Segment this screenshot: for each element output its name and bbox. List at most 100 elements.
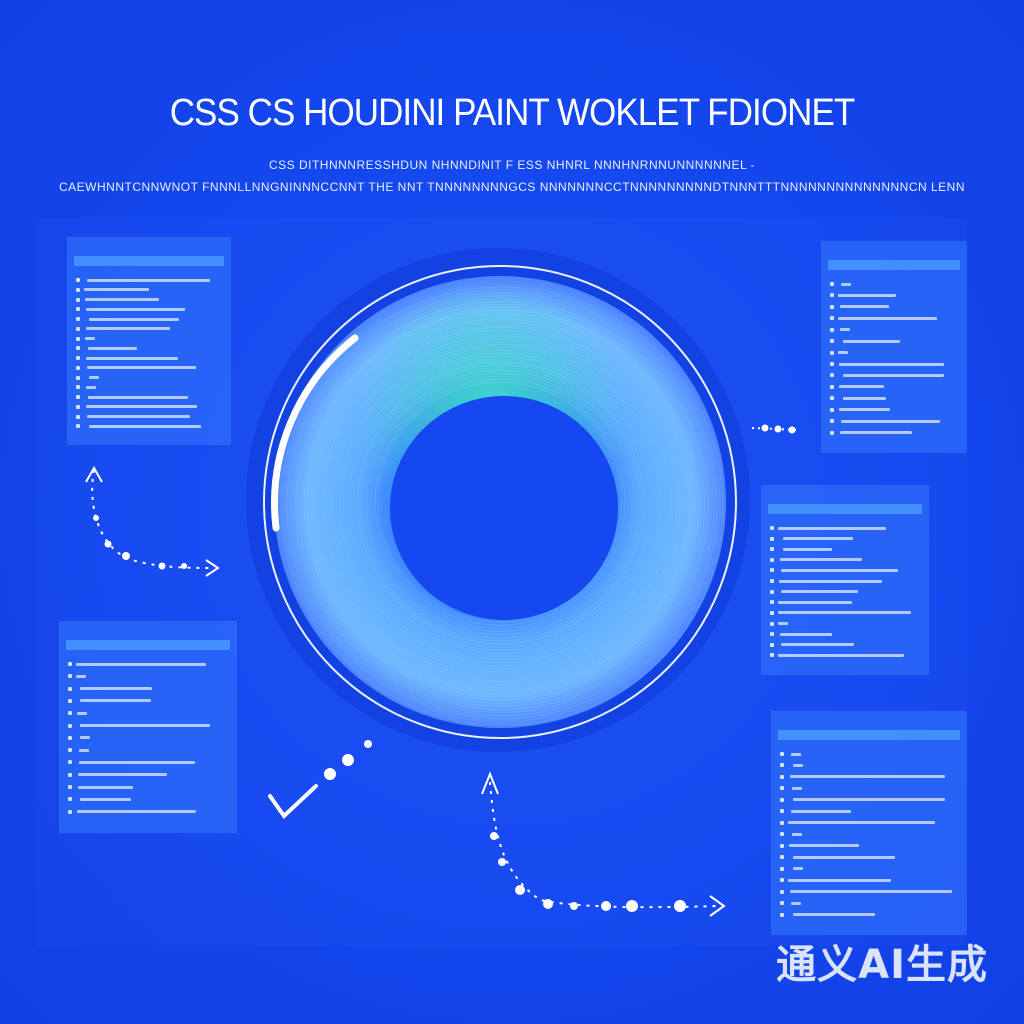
code-line-bullet [830, 339, 834, 344]
code-line [841, 282, 851, 286]
connector-left-arrow [85, 465, 220, 577]
ring-striation [345, 349, 657, 657]
ring-striation [301, 306, 703, 704]
code-line [792, 832, 802, 836]
ring-striation [304, 309, 700, 701]
code-line [76, 674, 86, 678]
connector-left-dots [93, 515, 187, 570]
code-line-bullet [76, 336, 80, 341]
ring-striation [377, 381, 623, 623]
code-line-bullet [68, 809, 72, 814]
code-line-bullet [780, 763, 784, 768]
code-line-bullet [780, 901, 784, 906]
ring-striation [280, 286, 724, 726]
ring-striation [368, 372, 632, 632]
code-panel-header [66, 640, 230, 650]
code-line-bullet [830, 430, 834, 435]
code-line-bullet [68, 797, 72, 802]
code-line [80, 724, 210, 728]
code-line [793, 763, 803, 767]
code-line [89, 317, 179, 321]
code-line [838, 351, 848, 355]
code-line-bullet [830, 419, 834, 424]
code-line [839, 385, 884, 389]
checkmark-icon [268, 784, 318, 820]
code-line-bullet [76, 307, 80, 312]
code-line [781, 590, 858, 594]
code-line-bullet [76, 356, 80, 360]
ring-striation [359, 364, 641, 642]
code-line [778, 526, 886, 530]
ring-striation [348, 352, 654, 654]
code-line-bullet [780, 809, 784, 814]
code-line-bullet [68, 772, 72, 777]
code-panel-top-right [822, 242, 966, 452]
connector-right [751, 424, 801, 434]
code-line [840, 305, 889, 309]
code-line [89, 424, 201, 428]
code-line [88, 395, 188, 399]
code-line [790, 775, 945, 779]
code-line-bullet [76, 278, 80, 282]
code-line [839, 408, 890, 412]
code-line-bullet [830, 407, 834, 412]
code-line-bullet [830, 373, 834, 378]
code-line [87, 415, 190, 418]
code-line [791, 752, 801, 756]
code-line [86, 405, 197, 409]
code-line-bullet [780, 855, 784, 860]
code-line-bullet [780, 752, 784, 756]
code-line [80, 699, 151, 703]
code-line [88, 346, 137, 350]
check-dots [324, 740, 372, 780]
code-line-bullet [830, 316, 834, 321]
code-line [843, 396, 886, 400]
code-line-bullet [830, 293, 834, 298]
code-line-bullet [830, 350, 834, 355]
code-line-bullet [76, 385, 80, 390]
code-line-bullet [76, 326, 80, 331]
code-line [80, 797, 131, 801]
code-line-bullet [780, 889, 784, 894]
code-line-bullet [780, 820, 784, 825]
code-line-bullet [770, 526, 774, 530]
code-line-bullet [830, 384, 834, 389]
code-line [781, 568, 898, 572]
code-line [80, 687, 152, 691]
ring-striation [330, 335, 672, 673]
code-line [780, 558, 862, 562]
code-line [843, 339, 900, 343]
ring-striation [324, 329, 678, 679]
ring-striation [351, 355, 651, 651]
ring-striation [365, 370, 635, 636]
code-line [793, 855, 895, 859]
ring-striation [333, 338, 669, 670]
code-line-bullet [76, 317, 80, 321]
code-line-bullet [76, 395, 80, 399]
code-line [778, 611, 911, 615]
code-line-bullet [780, 797, 784, 802]
code-line-bullet [780, 843, 784, 848]
code-line [781, 643, 854, 647]
code-line [792, 786, 802, 790]
ring-striation [315, 321, 687, 689]
ring-striation [289, 295, 715, 717]
code-panel-header [828, 260, 960, 270]
code-line-bullet [780, 774, 784, 779]
code-line-bullet [770, 579, 774, 584]
ring-highlight-arc [271, 334, 359, 532]
code-line [78, 785, 133, 789]
code-line-bullet [830, 362, 834, 366]
ring-striation [306, 312, 696, 698]
code-line [86, 356, 178, 360]
code-panel-header [778, 730, 960, 740]
code-line-bullet [830, 304, 834, 309]
code-panel-mid-right [762, 486, 928, 674]
code-line-bullet [76, 365, 80, 370]
code-panel-header [74, 256, 224, 266]
code-panel-top-left [68, 238, 230, 444]
code-line-bullet [76, 297, 80, 302]
code-line [779, 579, 882, 583]
code-line [89, 376, 99, 379]
